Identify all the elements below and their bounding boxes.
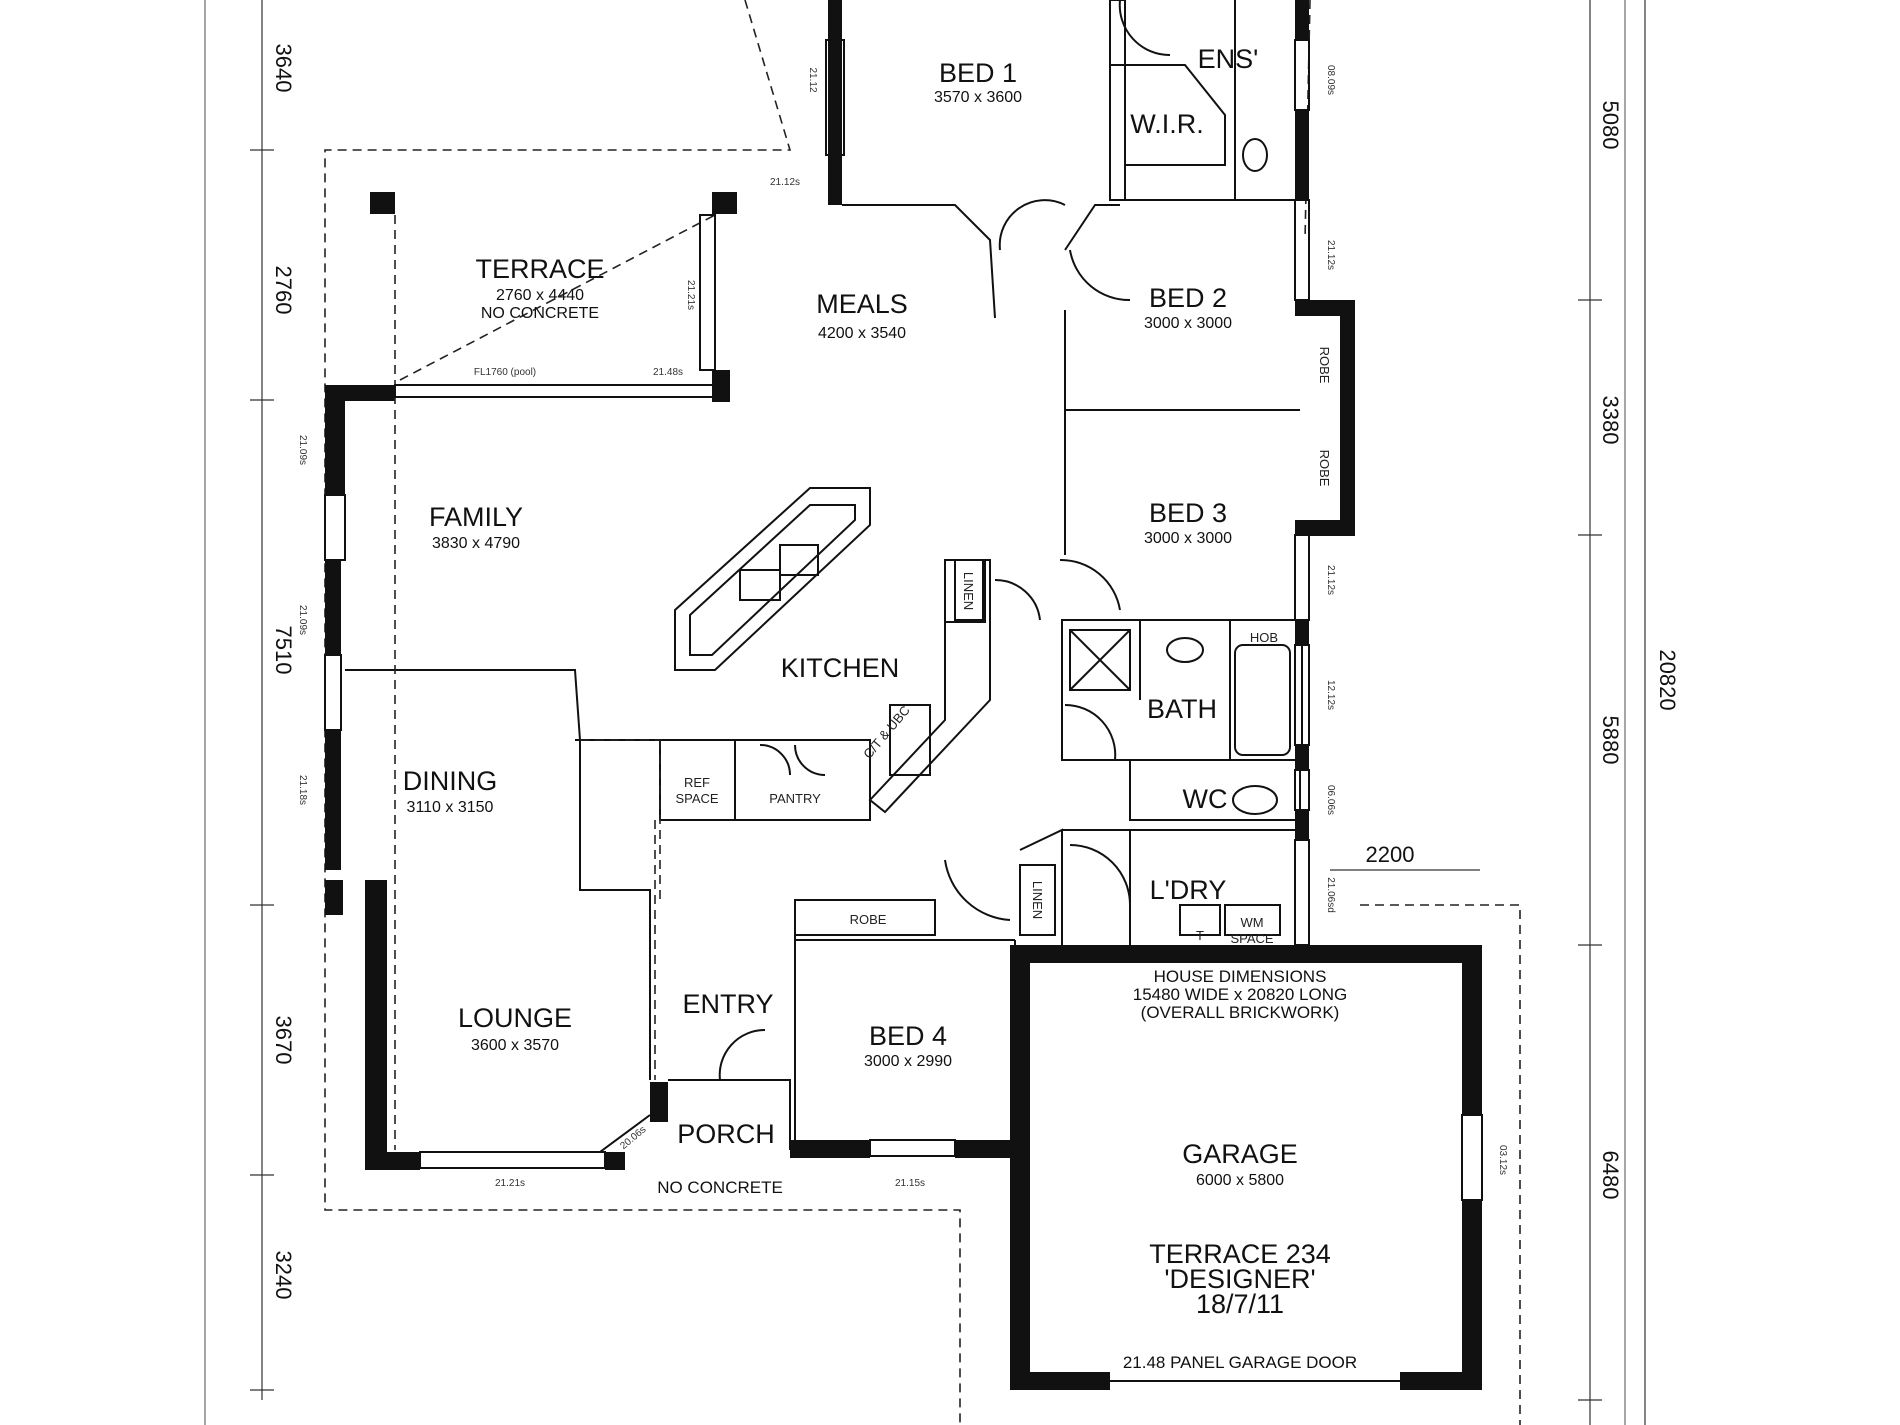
right-dimension-lines xyxy=(1578,0,1646,1425)
room-dining-name: DINING xyxy=(403,766,498,796)
window-label-terrace-bottom: FL1760 (pool) xyxy=(474,367,536,378)
room-bed2-dims: 3000 x 3000 xyxy=(1144,315,1232,332)
window-label-terrace-low: 21.48s xyxy=(653,367,683,378)
hob-label: HOB xyxy=(1250,630,1278,645)
design-name: TERRACE 234 xyxy=(1149,1239,1331,1269)
side-setback-2200: 2200 xyxy=(1366,842,1415,867)
window-label-ens: 08.09s xyxy=(1325,65,1336,95)
linen-label-hall: LINEN xyxy=(1030,881,1045,919)
dim-left-2760: 2760 xyxy=(271,266,296,315)
wm-space-label-1: WM xyxy=(1240,915,1263,930)
room-bed4-dims: 3000 x 2990 xyxy=(864,1053,952,1070)
pantry-label: PANTRY xyxy=(769,791,821,806)
robe-label-bed3: ROBE xyxy=(1317,450,1332,487)
house-dimensions-value: 15480 WIDE x 20820 LONG xyxy=(1133,985,1348,1004)
room-terrace-dims: 2760 x 4440 xyxy=(496,287,584,304)
internal-walls xyxy=(345,0,1303,1153)
garage-side-window xyxy=(1461,1114,1483,1201)
left-dimension-line xyxy=(250,0,274,1400)
room-bath-name: BATH xyxy=(1147,694,1217,724)
design-date: 18/7/11 xyxy=(1196,1289,1284,1319)
ref-space-label-1: REF xyxy=(684,775,710,790)
dim-right-6480: 6480 xyxy=(1598,1151,1623,1200)
trough-label: T xyxy=(1196,928,1204,943)
room-porch-name: PORCH xyxy=(677,1119,775,1149)
robe-label-bed2: ROBE xyxy=(1317,347,1332,384)
door-swings xyxy=(718,0,1171,1081)
room-meals-name: MEALS xyxy=(816,289,908,319)
ct-ubc-label: C/T & UBC xyxy=(860,703,913,762)
internal-dashed xyxy=(394,214,716,1150)
dim-right-5880: 5880 xyxy=(1598,716,1623,765)
dim-left-3240: 3240 xyxy=(271,1251,296,1300)
window-label-ldry: 21.06sd xyxy=(1325,877,1336,913)
room-lounge-dims: 3600 x 3570 xyxy=(471,1037,559,1054)
room-garage-name: GARAGE xyxy=(1182,1139,1298,1169)
room-bed3-name: BED 3 xyxy=(1149,498,1227,528)
window-label-bed4: 21.15s xyxy=(895,1178,925,1189)
window-label-bed1: 21.12 xyxy=(807,67,818,92)
room-terrace-note: NO CONCRETE xyxy=(481,305,599,322)
window-label-wc: 06.06s xyxy=(1325,785,1336,815)
dim-overall-20820: 20820 xyxy=(1655,649,1680,710)
design-type: 'DESIGNER' xyxy=(1164,1264,1315,1294)
window-label-garage: 03.12s xyxy=(1497,1145,1508,1175)
room-bed2-name: BED 2 xyxy=(1149,283,1227,313)
linen-label-kitchen: LINEN xyxy=(961,572,976,610)
room-lounge-name: LOUNGE xyxy=(458,1003,572,1033)
windows xyxy=(324,39,1310,1169)
room-wc-name: WC xyxy=(1183,784,1228,814)
room-wir-name: W.I.R. xyxy=(1130,109,1204,139)
room-entry-name: ENTRY xyxy=(682,989,773,1019)
window-label-dining: 21.18s xyxy=(297,775,308,805)
dim-left-3640: 3640 xyxy=(271,44,296,93)
window-label-bed3: 21.12s xyxy=(1325,565,1336,595)
window-label-terrace-head: 21.12s xyxy=(770,177,800,188)
room-meals-dims: 4200 x 3540 xyxy=(818,325,906,342)
room-dining-dims: 3110 x 3150 xyxy=(407,799,494,816)
house-dimensions-note: (OVERALL BRICKWORK) xyxy=(1141,1003,1340,1022)
site-boundary-dashed xyxy=(324,0,1521,1425)
room-terrace-name: TERRACE xyxy=(475,254,604,284)
robe-label-bed4: ROBE xyxy=(850,912,887,927)
dim-left-7510: 7510 xyxy=(271,626,296,675)
room-bed1-name: BED 1 xyxy=(939,58,1017,88)
dim-left-3670: 3670 xyxy=(271,1016,296,1065)
garage-door-label: 21.48 PANEL GARAGE DOOR xyxy=(1123,1353,1357,1372)
room-bed3-dims: 3000 x 3000 xyxy=(1144,530,1232,547)
room-family-name: FAMILY xyxy=(429,502,523,532)
window-label-bed2: 21.12s xyxy=(1325,240,1336,270)
window-label-terrace-side: 21.21s xyxy=(685,280,696,310)
wm-space-label-2: SPACE xyxy=(1230,931,1273,946)
room-garage-dims: 6000 x 5800 xyxy=(1196,1172,1284,1189)
house-dimensions-heading: HOUSE DIMENSIONS xyxy=(1154,967,1327,986)
window-label-family-2: 21.09s xyxy=(297,605,308,635)
window-label-family-1: 21.09s xyxy=(297,435,308,465)
bath-fixtures xyxy=(1069,138,1291,936)
no-concrete-front: NO CONCRETE xyxy=(657,1178,783,1197)
dim-right-3380: 3380 xyxy=(1598,396,1623,445)
window-label-bath: 12.12s xyxy=(1325,680,1336,710)
room-ens-name: ENS' xyxy=(1198,44,1259,74)
room-family-dims: 3830 x 4790 xyxy=(432,535,520,552)
window-label-lounge: 21.21s xyxy=(495,1178,525,1189)
room-kitchen-name: KITCHEN xyxy=(781,653,900,683)
room-ldry-name: L'DRY xyxy=(1150,875,1227,905)
room-bed4-name: BED 4 xyxy=(869,1021,947,1051)
external-walls xyxy=(325,0,1482,1390)
ref-space-label-2: SPACE xyxy=(675,791,718,806)
room-bed1-dims: 3570 x 3600 xyxy=(934,89,1022,106)
dim-right-5080: 5080 xyxy=(1598,101,1623,150)
